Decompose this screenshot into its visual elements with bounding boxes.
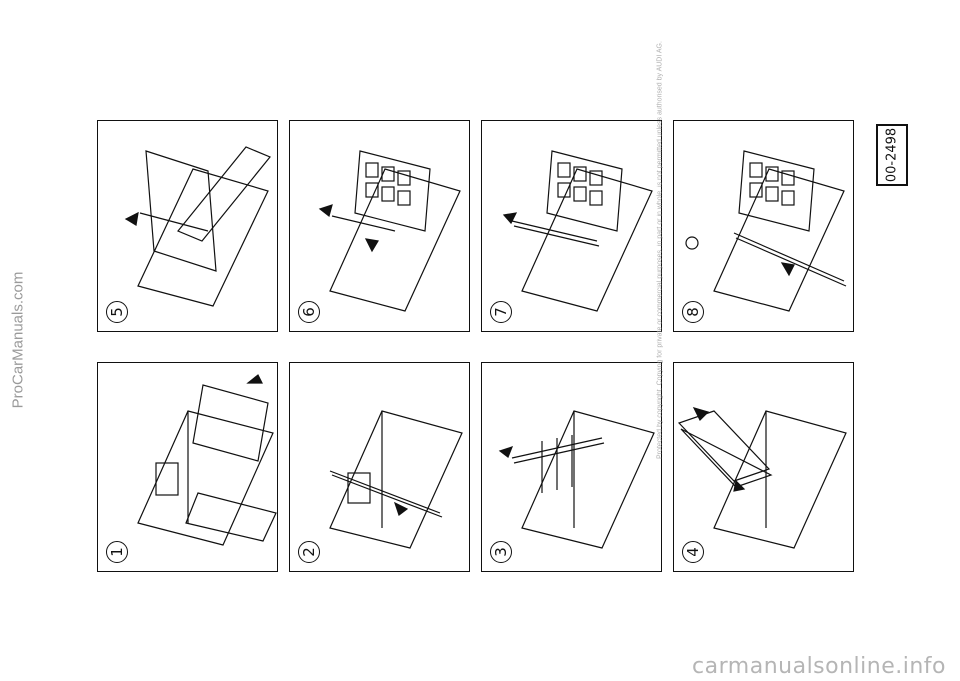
step-number: 5 [106,301,128,323]
step-number: 1 [106,541,128,563]
illustration-binder-open [137,374,277,546]
illustration-binder-close-clips [502,150,653,312]
illustration-binder-clips [498,410,655,549]
step-number: 8 [682,301,704,323]
step-number: 2 [298,541,320,563]
step-number: 7 [490,301,512,323]
step-panel-7: 7 [481,120,662,332]
step-panel-2: 2 [289,362,470,572]
step-number: 3 [490,541,512,563]
illustration-binder-pages [677,407,847,549]
copyright-notice: Protected by copyright. Copying for priv… [656,41,664,459]
step-panel-6: 6 [289,120,470,332]
step-number: 4 [682,541,704,563]
step-panel-4: 4 [673,362,854,572]
bottom-watermark: carmanualsonline.info [692,654,946,679]
illustration-binder-rod [329,410,463,549]
illustration-binder-cards [318,150,461,312]
figure-reference-text: 00-2498 [884,127,900,183]
illustration-binder-complete [685,150,847,312]
step-number: 6 [298,301,320,323]
step-panel-1: 1 [97,362,278,572]
step-panel-8: 8 [673,120,854,332]
side-watermark: ProCarManuals.com [9,271,27,409]
illustration-binder-insert [124,146,271,307]
figure-reference-label: 00-2498 [876,124,908,186]
step-panel-5: 5 [97,120,278,332]
step-panel-3: 3 [481,362,662,572]
